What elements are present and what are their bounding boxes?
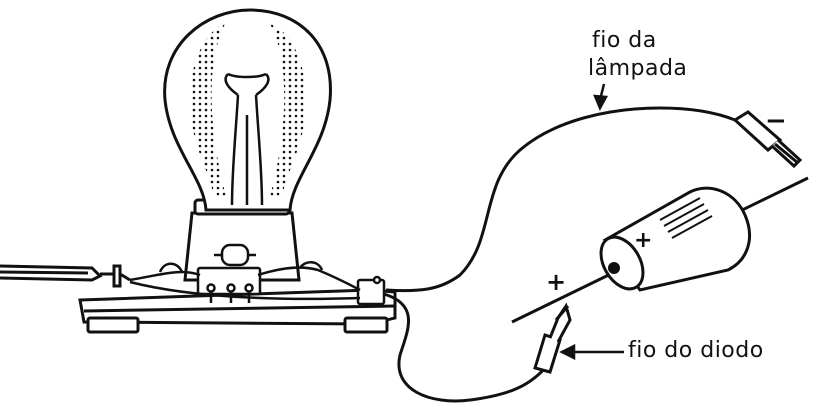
battery	[599, 186, 751, 292]
negative-sign: −	[765, 106, 787, 136]
diode-wire-label: fio do diodo	[628, 338, 764, 363]
label-arrows	[559, 83, 624, 361]
lamp-wire	[385, 106, 736, 293]
output-terminal	[356, 275, 386, 306]
lamp-wire-label-line2: lâmpada	[588, 56, 688, 81]
diode-wire	[383, 292, 547, 403]
diode-probe	[533, 302, 572, 374]
wire-positive-sign: +	[546, 268, 567, 296]
lamp-wire-label-line1: fio da	[592, 28, 657, 53]
light-bulb	[163, 8, 332, 212]
battery-positive-sign: +	[634, 228, 653, 253]
input-cable	[0, 264, 131, 288]
base-wiring	[129, 261, 361, 301]
negative-probe	[732, 110, 803, 169]
